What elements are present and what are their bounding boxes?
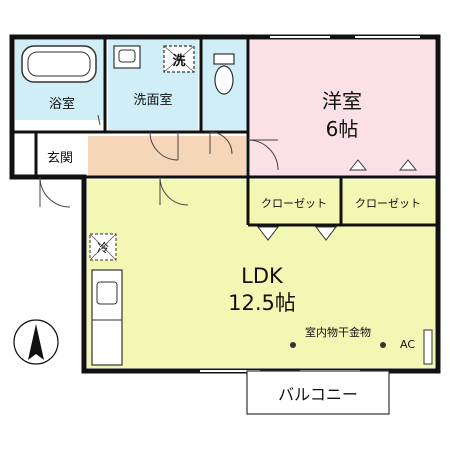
fridge-label: 冷 (97, 241, 109, 255)
washroom-label: 洗面室 (133, 92, 172, 108)
closet-right-label: クローゼット (355, 197, 421, 210)
hall-fill (88, 136, 246, 176)
western-room-size: 6帖 (326, 117, 359, 141)
kitchen-counter (91, 269, 123, 366)
compass-icon (13, 319, 59, 365)
dryer-hook-icon (290, 342, 296, 348)
bath-label: 浴室 (49, 96, 75, 112)
balcony (246, 370, 390, 415)
indoor-dryer-label: 室内物干金物 (305, 325, 371, 339)
ac-label: AC (400, 338, 415, 351)
toilet-icon (213, 53, 235, 95)
dryer-hook-icon-2 (380, 342, 386, 348)
entrance-fill (37, 136, 87, 174)
wash-basin (113, 45, 141, 69)
washer-label: 洗 (172, 53, 185, 69)
western-room-fill (250, 40, 435, 176)
interior-walls (12, 37, 438, 227)
ldk-fill (87, 180, 435, 368)
ldk-name: LDK (241, 264, 284, 288)
bathtub (21, 45, 97, 83)
closet-doors (256, 159, 418, 241)
closet-left-label: クローゼット (261, 197, 327, 210)
entrance-label: 玄関 (47, 151, 73, 166)
ldk-size: 12.5帖 (228, 291, 296, 315)
balcony-label: バルコニー (278, 385, 358, 404)
western-room-name: 洋室 (322, 89, 362, 113)
door-swings (39, 114, 279, 208)
ac-unit (423, 329, 433, 365)
